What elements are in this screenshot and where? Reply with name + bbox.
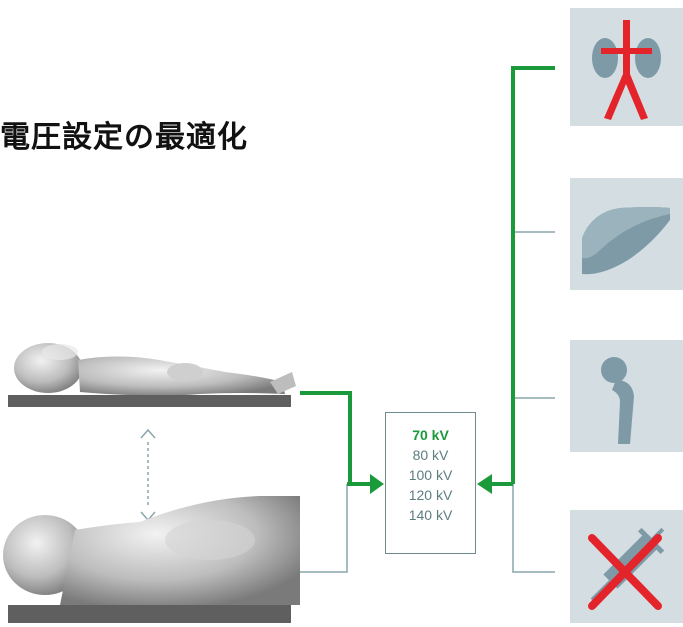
kv-option-70: 70 kV (412, 427, 449, 443)
kv-selection-box: 70 kV 80 kV 100 kV 120 kV 140 kV (385, 412, 476, 554)
arrow-left-icon (477, 474, 492, 494)
kv-option-100: 100 kV (408, 467, 453, 483)
child-connector-line (300, 391, 352, 484)
kv-option-80: 80 kV (412, 447, 449, 463)
size-comparison-arrow (140, 428, 156, 522)
arrow-right-icon (370, 474, 384, 494)
child-patient-icon (14, 343, 296, 396)
kidney-angio-icon (570, 8, 683, 126)
adult-connector-line (300, 484, 348, 573)
child-table (8, 395, 291, 407)
adult-patient-icon (3, 496, 300, 605)
no-contrast-syringe-icon (570, 510, 683, 623)
angio-connector-line (511, 66, 555, 484)
kv-option-140: 140 kV (408, 507, 453, 523)
liver-icon (570, 178, 683, 290)
adult-table (8, 605, 291, 623)
bone-icon (570, 340, 683, 452)
page-title: 電圧設定の最適化 (0, 120, 248, 155)
kv-option-120: 120 kV (408, 487, 453, 503)
